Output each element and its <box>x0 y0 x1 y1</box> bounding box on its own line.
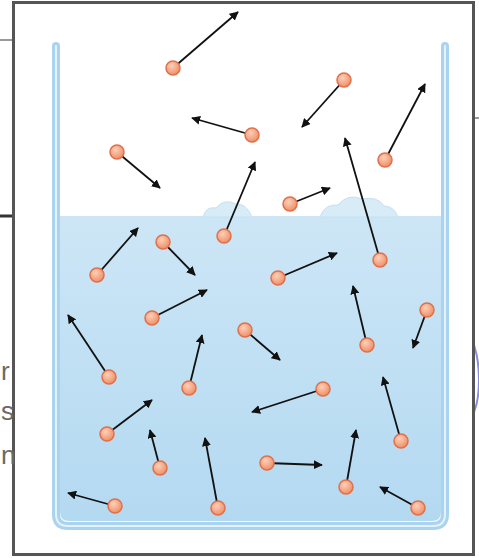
image-frame <box>14 3 474 555</box>
slide-text-fragment: r <box>1 358 10 384</box>
motion-arrows <box>68 12 427 508</box>
molecules <box>90 61 434 515</box>
slide-text-fragment: n <box>1 442 15 468</box>
beaker <box>56 46 445 526</box>
slide-text-fragment: s <box>1 398 14 424</box>
liquid <box>60 216 441 521</box>
beaker-highlight <box>56 46 445 526</box>
